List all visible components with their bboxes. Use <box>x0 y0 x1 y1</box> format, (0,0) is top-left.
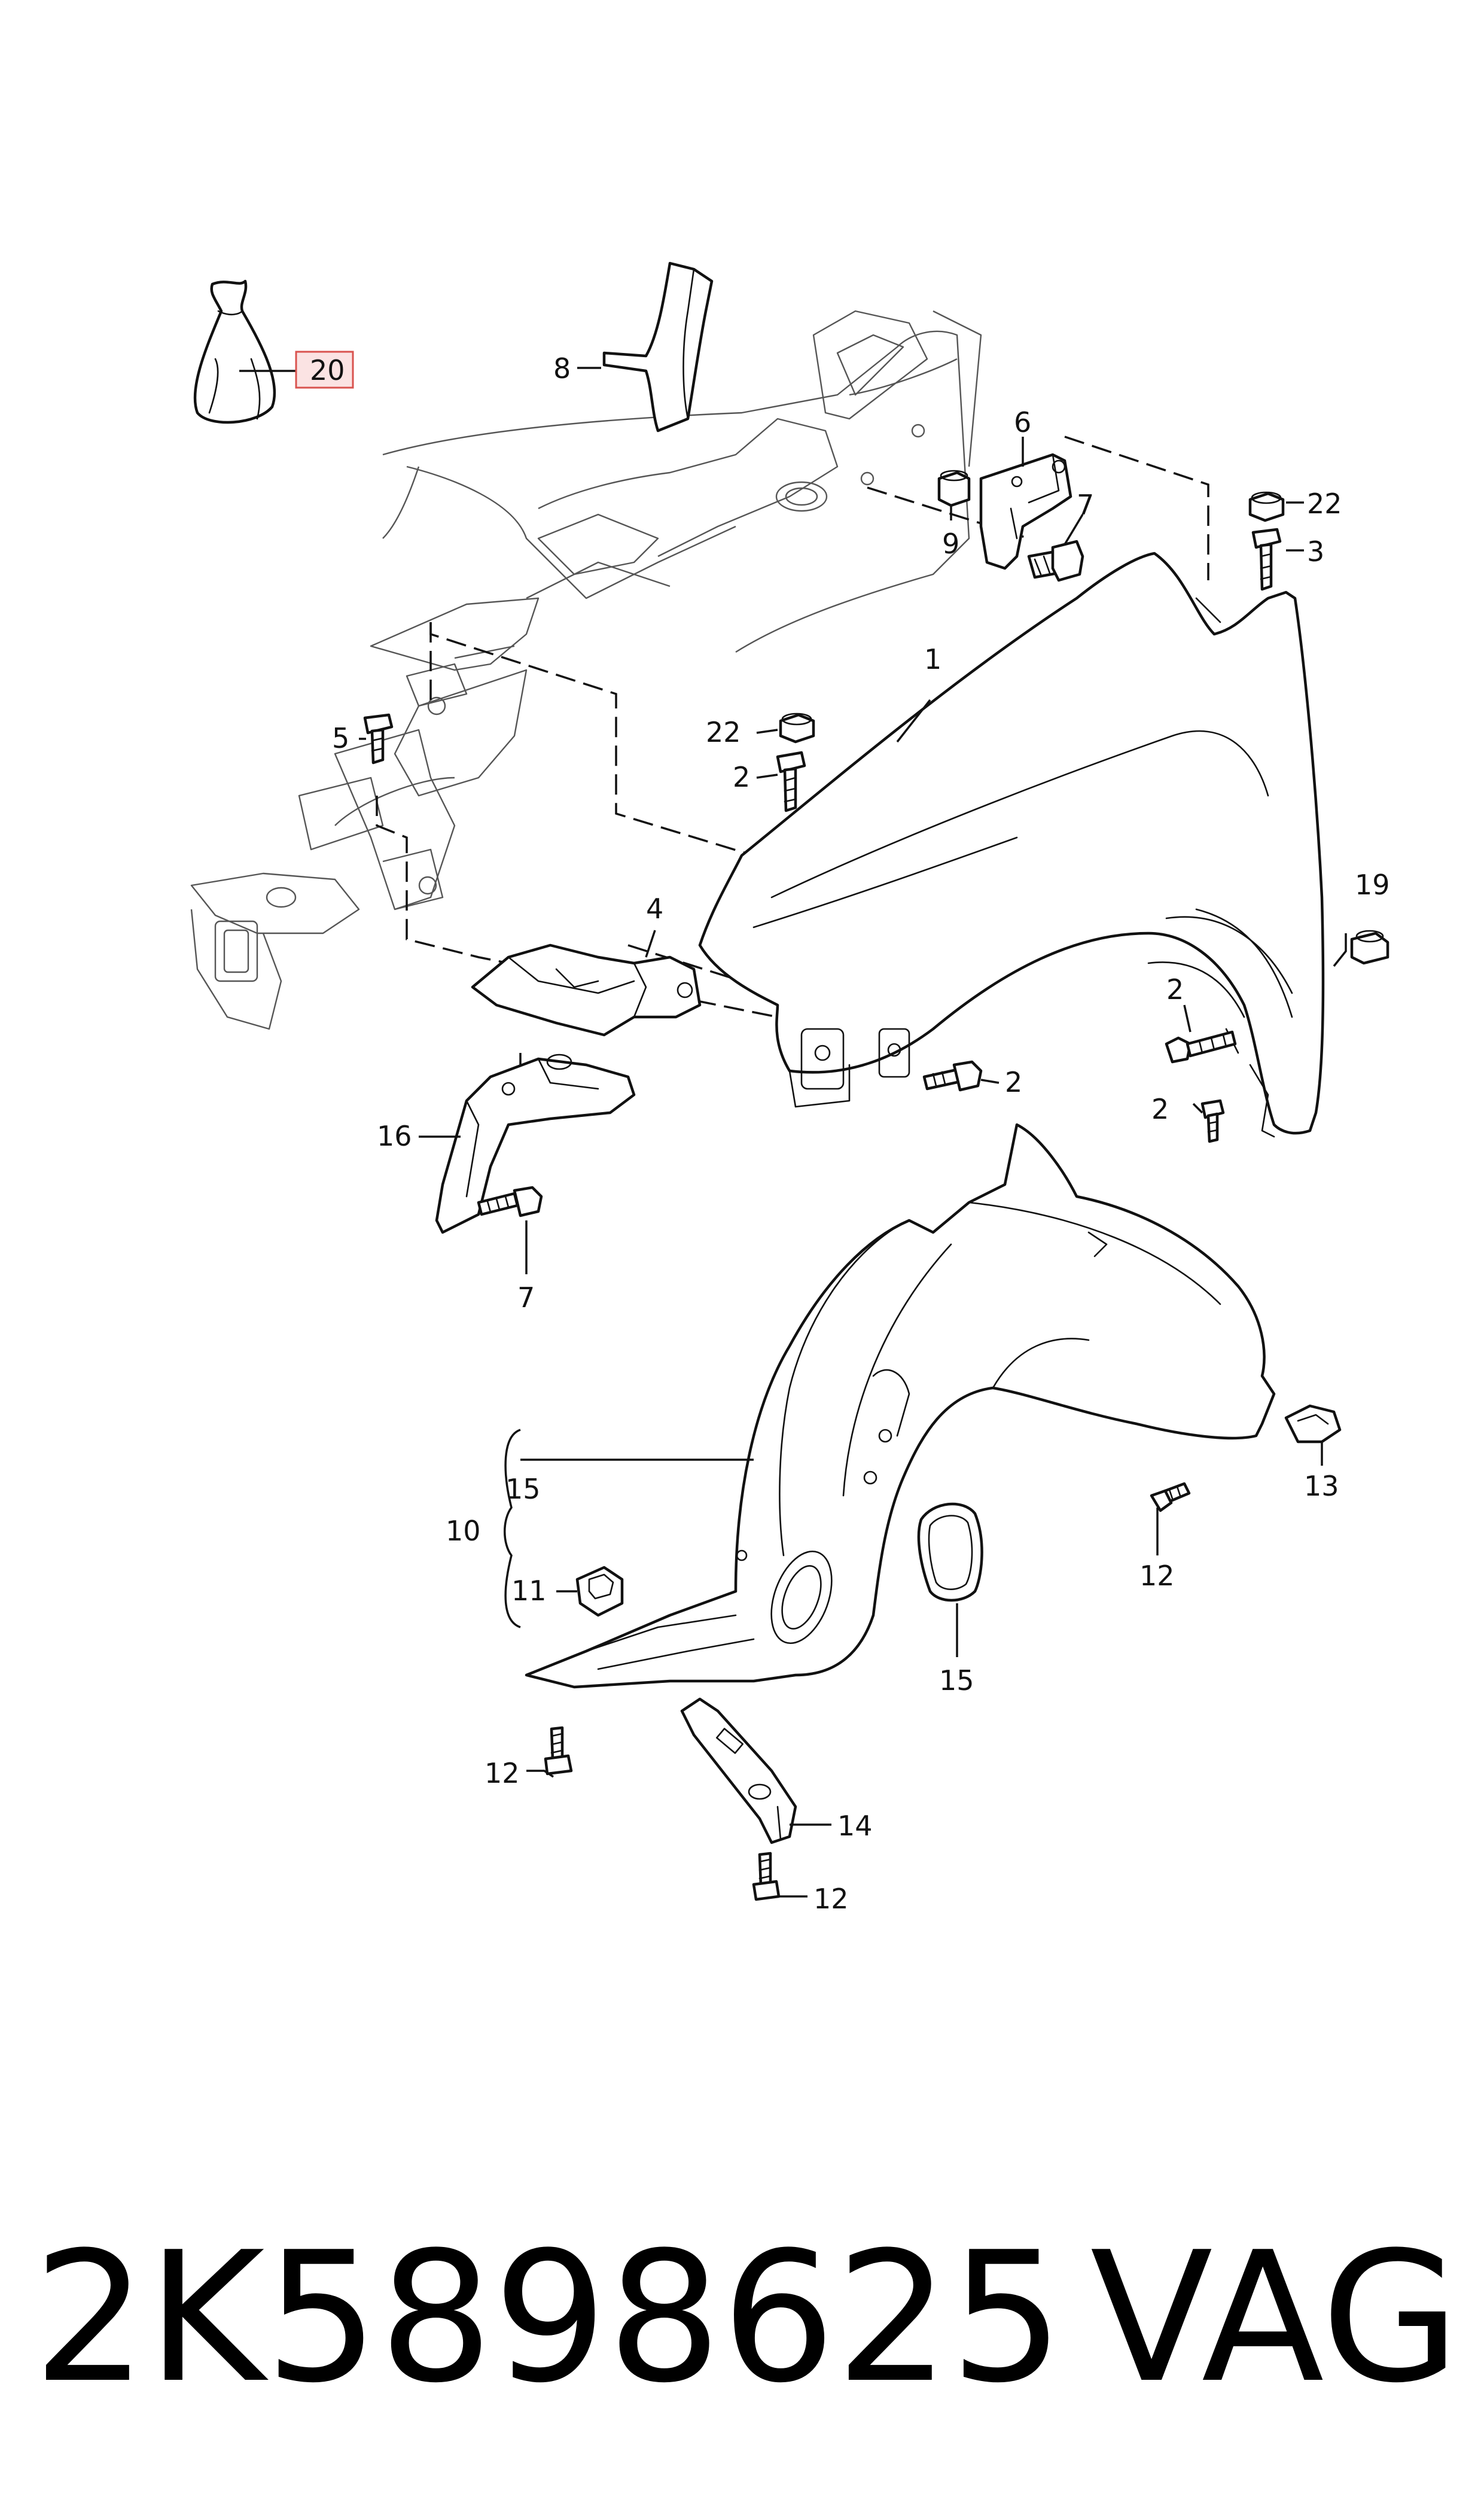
callout-12-right: 12 <box>1139 1560 1175 1592</box>
callout-10: 10 <box>446 1515 481 1547</box>
callout-9: 9 <box>942 528 959 560</box>
callout-8: 8 <box>553 352 571 385</box>
part-number: 2K5898625 <box>33 2213 1064 2422</box>
part-5-bolt <box>363 713 394 765</box>
callout-2-wheelarch-lower: 2 <box>1151 1093 1169 1125</box>
part-20-boot <box>193 279 276 424</box>
callout-20: 20 <box>310 354 345 386</box>
callout-15-seal: 15 <box>939 1664 974 1697</box>
part-9-nut <box>937 470 971 507</box>
callout-2-center: 2 <box>733 761 750 793</box>
callout-16: 16 <box>377 1120 412 1152</box>
callout-13: 13 <box>1304 1470 1339 1502</box>
part-4-bracket <box>471 943 702 1037</box>
part-7-bolt-lower <box>477 1186 543 1217</box>
callout-7-lower: 7 <box>517 1281 535 1314</box>
part-15-seal <box>917 1502 983 1602</box>
callout-22-center: 22 <box>706 716 741 748</box>
callout-22-upper: 22 <box>1307 488 1342 520</box>
part-2-bolt-center <box>776 751 806 812</box>
brand-name: VAG <box>1090 2213 1460 2422</box>
leader-lines <box>239 367 1347 1898</box>
part-10-wheel-housing-liner <box>525 1123 1276 1689</box>
part-12-screw-left <box>544 1726 573 1776</box>
callout-7-upper: 7 <box>1077 489 1094 521</box>
callout-19: 19 <box>1355 869 1390 901</box>
callout-1: 1 <box>924 643 941 675</box>
callout-labels: 20 8 6 9 7 22 3 1 22 2 5 19 4 2 2 2 16 7… <box>295 351 1390 1915</box>
part-13-clip <box>1284 1404 1342 1444</box>
part-7-bolt-upper <box>1027 540 1084 582</box>
vehicle-body-structure <box>190 310 982 1030</box>
callout-2-fender-front: 2 <box>1005 1066 1022 1098</box>
part-22-nut-center <box>779 713 815 744</box>
part-19-clip <box>1350 930 1389 965</box>
callout-2-wheelarch-upper: 2 <box>1166 973 1184 1006</box>
part-6-bracket <box>979 453 1072 570</box>
part-8-bracket <box>602 261 714 433</box>
callout-20-highlight <box>295 351 354 389</box>
callout-14: 14 <box>837 1810 873 1842</box>
callout-4: 4 <box>646 893 663 925</box>
part-11-clip-nut <box>575 1566 624 1617</box>
part-1-front-fender <box>698 552 1325 1138</box>
part-14-bracket <box>680 1697 797 1844</box>
part-12-screw-bottom <box>752 1852 781 1901</box>
callout-11: 11 <box>511 1575 547 1607</box>
part-2-bolt-wheelarch-lower <box>1200 1099 1225 1143</box>
part-16-bracket <box>435 1054 636 1234</box>
callout-6: 6 <box>1014 406 1031 439</box>
exploded-parts-diagram: 20 8 6 9 7 22 3 1 22 2 5 19 4 2 2 2 16 7… <box>190 261 1390 1915</box>
part-12-screw-right <box>1150 1482 1191 1512</box>
part-2-bolt-wheelarch-upper <box>1165 1030 1237 1064</box>
part-3-bolt <box>1251 528 1282 591</box>
callout-3: 3 <box>1307 535 1324 568</box>
callout-12-left: 12 <box>484 1757 520 1789</box>
part-22-nut-upper <box>1248 491 1285 522</box>
callout-5: 5 <box>332 722 349 754</box>
part-2-bolt-fender-front <box>922 1060 983 1092</box>
callout-12-bottom: 12 <box>813 1883 849 1915</box>
callout-15-bracket: 15 <box>505 1473 541 1505</box>
